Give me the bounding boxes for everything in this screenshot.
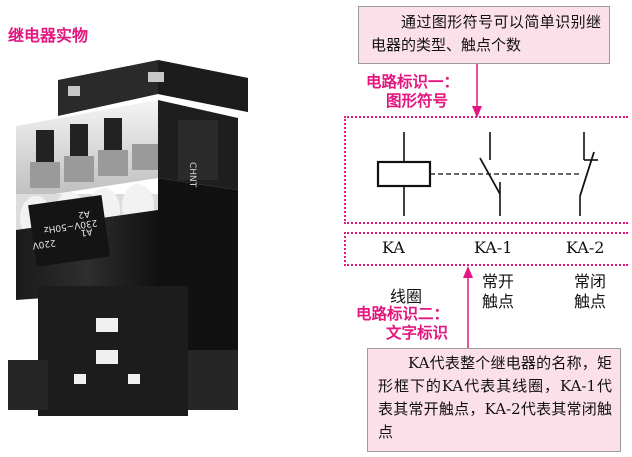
arrow-down-icon [472, 64, 482, 118]
name-normally-closed: 常闭 触点 [574, 272, 606, 312]
callout-symbol-text: 通过图形符号可以简单识别继电器的类型、触点个数 [371, 13, 601, 54]
label-text-symbol-line2: 文字标识 [386, 323, 449, 342]
relay-a1-label: A1 [80, 226, 93, 238]
photo-title: 继电器实物 [8, 26, 89, 45]
arrow-up-icon [463, 266, 473, 350]
name-coil: 线圈 [390, 287, 423, 306]
relay-symbols [376, 132, 598, 216]
relay-brand-label: CHNT [187, 162, 197, 188]
relay-photo: 230V~50Hz 220V A1 A2 CHNT [8, 60, 248, 416]
symbol-frame [344, 116, 628, 224]
normally-open-contact-symbol [479, 132, 501, 216]
relay-voltage-label: 220V [31, 237, 56, 250]
label-text-symbol: 电路标识二： 文字标识 [356, 304, 449, 342]
label-graphic-symbol: 电路标识一： 图形符号 [366, 72, 459, 110]
callout-code-note: KA代表整个继电器的名称，矩形框下的KA代表其线圈，KA-1代表其常开触点，KA… [367, 348, 621, 452]
name-normally-open-line1: 常开 [482, 272, 515, 291]
relay-a2-label: A2 [77, 208, 90, 220]
code-coil: KA [382, 238, 405, 257]
normally-closed-contact-symbol [579, 132, 598, 216]
name-normally-open: 常开 触点 [482, 272, 514, 312]
code-normally-open: KA-1 [474, 238, 513, 257]
code-normally-closed: KA-2 [566, 238, 605, 257]
code-frame [344, 232, 628, 266]
label-graphic-symbol-line2: 图形符号 [386, 91, 449, 110]
label-text-symbol-line1: 电路标识二： [356, 304, 450, 323]
callout-code-text: KA代表整个继电器的名称，矩形框下的KA代表其线圈，KA-1代表其常开触点，KA… [378, 354, 612, 441]
callout-symbol-note: 通过图形符号可以简单识别继电器的类型、触点个数 [358, 6, 610, 64]
name-normally-closed-line2: 触点 [574, 292, 607, 311]
label-graphic-symbol-line1: 电路标识一： [366, 72, 460, 91]
name-normally-closed-line1: 常闭 [574, 272, 607, 291]
coil-symbol [376, 132, 432, 216]
name-normally-open-line2: 触点 [482, 292, 515, 311]
